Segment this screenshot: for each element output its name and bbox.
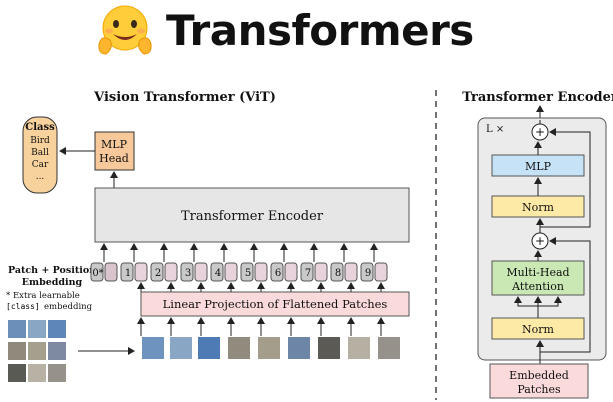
position-embedding-token bbox=[330, 262, 344, 282]
flattened-patch bbox=[170, 337, 192, 359]
residual-skip-bottom bbox=[540, 237, 591, 353]
class-embedding-code: [class] bbox=[6, 302, 40, 311]
mlp-head-box bbox=[94, 131, 135, 171]
position-embedding-token bbox=[120, 262, 134, 282]
encoder-panel-title: Transformer Encoder bbox=[462, 90, 613, 105]
token-label: 4 bbox=[215, 268, 221, 279]
token-label: 0* bbox=[92, 268, 103, 279]
attention-label-line2: Attention bbox=[511, 280, 564, 293]
class-item-car: Car bbox=[32, 160, 49, 170]
mlp-head-line2: Head bbox=[99, 152, 129, 165]
page-header: Transformers bbox=[0, 0, 613, 64]
class-embedding-note: embedding bbox=[44, 302, 93, 312]
architecture-diagram: Vision Transformer (ViT) Class Bird Ball… bbox=[6, 90, 613, 400]
source-patch bbox=[8, 320, 26, 338]
patch-token bbox=[284, 262, 298, 282]
norm-top-label: Norm bbox=[522, 201, 555, 214]
pos-embedding-label-line2: Embedding bbox=[22, 277, 83, 288]
patch-token bbox=[194, 262, 208, 282]
source-image-grid bbox=[8, 320, 66, 382]
flattened-patch bbox=[378, 337, 400, 359]
patch-token bbox=[374, 262, 388, 282]
patch-token bbox=[344, 262, 358, 282]
position-embedding-token bbox=[360, 262, 374, 282]
linear-projection-box bbox=[140, 291, 410, 317]
position-embedding-token bbox=[270, 262, 284, 282]
patch-token bbox=[224, 262, 238, 282]
position-embedding-token bbox=[180, 262, 194, 282]
residual-add-middle-symbol: + bbox=[535, 234, 545, 248]
flattened-patch bbox=[288, 337, 310, 359]
multi-head-attention-box bbox=[491, 260, 585, 296]
patch-token bbox=[314, 262, 328, 282]
position-embedding-token bbox=[150, 262, 164, 282]
source-patch bbox=[8, 364, 26, 382]
token-label: 3 bbox=[185, 268, 191, 279]
patch-token bbox=[134, 262, 148, 282]
embedded-patches-line2: Patches bbox=[517, 383, 561, 396]
class-item-ball: Ball bbox=[31, 148, 49, 158]
transformer-encoder-label: Transformer Encoder bbox=[181, 209, 324, 224]
token-label: 9 bbox=[365, 268, 371, 279]
class-item-bird: Bird bbox=[30, 136, 50, 146]
linear-projection-label: Linear Projection of Flattened Patches bbox=[163, 297, 388, 311]
flattened-patch bbox=[228, 337, 250, 359]
token-label: 6 bbox=[275, 268, 281, 279]
extra-learnable-note: * Extra learnable bbox=[6, 291, 80, 301]
page-title: Transformers bbox=[166, 6, 474, 55]
vit-title: Vision Transformer (ViT) bbox=[93, 90, 276, 105]
token-label: 7 bbox=[305, 268, 311, 279]
position-embedding-token bbox=[240, 262, 254, 282]
source-patch bbox=[28, 364, 46, 382]
patch-token bbox=[164, 262, 178, 282]
flattened-patch bbox=[198, 337, 220, 359]
norm-bottom-box bbox=[491, 317, 585, 340]
flattened-patch bbox=[142, 337, 164, 359]
token-layer: 0* 1 2 3 4 5 6 7 8 9 bbox=[90, 243, 388, 336]
class-heading: Class bbox=[25, 122, 55, 133]
hugging-face-emoji-icon bbox=[98, 5, 152, 55]
token-label: 8 bbox=[335, 268, 341, 279]
flattened-patch bbox=[258, 337, 280, 359]
source-patch bbox=[28, 320, 46, 338]
token-label: 5 bbox=[245, 268, 251, 279]
patch-token bbox=[254, 262, 268, 282]
token-label: 1 bbox=[125, 268, 131, 279]
embedded-patches-line1: Embedded bbox=[509, 369, 569, 382]
token-label: 2 bbox=[155, 268, 161, 279]
flattened-patch bbox=[348, 337, 370, 359]
qkv-arrow-right bbox=[538, 296, 562, 307]
class-item-ellipsis: ... bbox=[36, 172, 45, 182]
norm-bottom-label: Norm bbox=[522, 323, 555, 336]
source-patch bbox=[8, 342, 26, 360]
position-embedding-token bbox=[300, 262, 314, 282]
attention-label-line1: Multi-Head bbox=[506, 266, 569, 279]
qkv-arrow-left bbox=[514, 296, 538, 307]
flattened-patch-row bbox=[142, 337, 400, 359]
embedded-patches-box bbox=[489, 363, 589, 399]
pos-embedding-label-line1: Patch + Position bbox=[8, 265, 96, 276]
position-embedding-token bbox=[90, 262, 104, 282]
encoder-repeat-label: L × bbox=[486, 124, 504, 135]
transformer-encoder-box bbox=[94, 187, 410, 243]
source-patch bbox=[48, 364, 66, 382]
source-patch bbox=[48, 342, 66, 360]
source-patch bbox=[28, 342, 46, 360]
mlp-head-line1: MLP bbox=[101, 138, 128, 151]
flattened-patch bbox=[318, 337, 340, 359]
residual-skip-top bbox=[540, 128, 591, 228]
position-embedding-token bbox=[210, 262, 224, 282]
source-patch bbox=[48, 320, 66, 338]
encoder-mlp-label: MLP bbox=[525, 160, 552, 173]
patch-token bbox=[104, 262, 118, 282]
residual-add-top-symbol: + bbox=[535, 125, 545, 139]
class-output-box bbox=[22, 116, 58, 194]
